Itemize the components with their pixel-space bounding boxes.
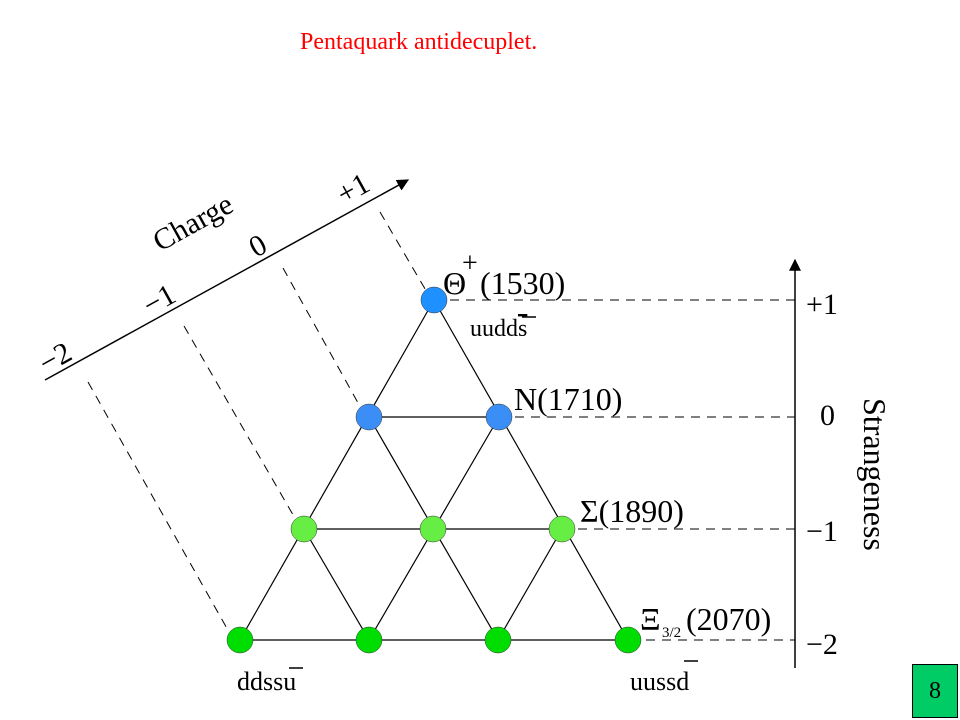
strangeness-axis-label: Strangeness xyxy=(857,398,893,551)
edge xyxy=(303,528,370,641)
node-nucleon-left xyxy=(355,403,383,431)
edge xyxy=(497,528,563,641)
node-theta xyxy=(420,286,448,314)
slide-title: Pentaquark antidecuplet. xyxy=(300,29,538,55)
edge xyxy=(239,299,435,641)
node-sigma-left xyxy=(290,515,318,543)
theta-label: Θ + (1530) uudds xyxy=(443,248,565,342)
quark-content: uussd xyxy=(630,667,689,696)
theta-charge: + xyxy=(462,248,478,279)
strangeness-projection-lines xyxy=(434,299,795,641)
node-sigma-right xyxy=(548,515,576,543)
xi-label: Ξ 3/2 (2070) xyxy=(640,601,771,641)
strangeness-tick-minus1: −1 xyxy=(806,515,838,548)
quark-content-antiquark: u xyxy=(283,667,296,696)
node-xi-3 xyxy=(484,626,512,654)
charge-tick-minus1: −1 xyxy=(137,278,181,322)
node-xi-1 xyxy=(226,626,254,654)
charge-projection-minus2 xyxy=(87,381,230,633)
charge-tick-0: 0 xyxy=(243,228,272,264)
quark-content-quarks: uuss xyxy=(630,667,676,696)
charge-tick-plus1: +1 xyxy=(331,167,375,211)
lattice-edges xyxy=(239,299,629,641)
theta-mass: (1530) xyxy=(480,265,565,301)
xi-mass: (2070) xyxy=(686,601,771,637)
theta-quarks: uudds xyxy=(470,316,527,342)
node-sigma-center xyxy=(419,515,447,543)
strangeness-tick-plus1: +1 xyxy=(806,288,838,321)
particle-nodes xyxy=(226,286,642,654)
strangeness-tick-minus2: −2 xyxy=(806,628,838,661)
charge-tick-minus2: −2 xyxy=(33,336,77,380)
page-number-badge: 8 xyxy=(912,664,958,718)
theta-symbol: Θ xyxy=(443,265,466,301)
xi-symbol: Ξ xyxy=(640,601,661,637)
edge xyxy=(433,299,629,641)
xi-subscript: 3/2 xyxy=(662,625,681,641)
quark-label-bottom-left: ddssu xyxy=(237,667,303,696)
theta-quark-content: uudd xyxy=(470,316,518,342)
node-xi-2 xyxy=(355,626,383,654)
charge-axis-line xyxy=(44,179,410,381)
charge-projection-plus1 xyxy=(379,211,429,295)
theta-antiquark: s xyxy=(518,316,527,342)
quark-content-quarks: ddss xyxy=(237,667,283,696)
strangeness-axis: Strangeness +1 0 −1 −2 xyxy=(789,258,893,668)
nucleon-label: N(1710) xyxy=(514,381,622,417)
charge-projection-lines xyxy=(87,211,429,633)
node-nucleon-right xyxy=(485,403,513,431)
charge-projection-minus1 xyxy=(183,325,297,521)
quark-label-bottom-right: uussd xyxy=(630,660,698,696)
charge-axis: Charge −2 −1 0 +1 xyxy=(33,167,410,381)
quark-content-antiquark: d xyxy=(676,667,689,696)
strangeness-tick-0: 0 xyxy=(820,399,835,432)
quark-content: ddssu xyxy=(237,667,296,696)
sigma-label: Σ(1890) xyxy=(580,493,684,529)
node-xi-4 xyxy=(614,626,642,654)
charge-projection-0 xyxy=(282,267,363,411)
charge-axis-label: Charge xyxy=(147,188,238,259)
